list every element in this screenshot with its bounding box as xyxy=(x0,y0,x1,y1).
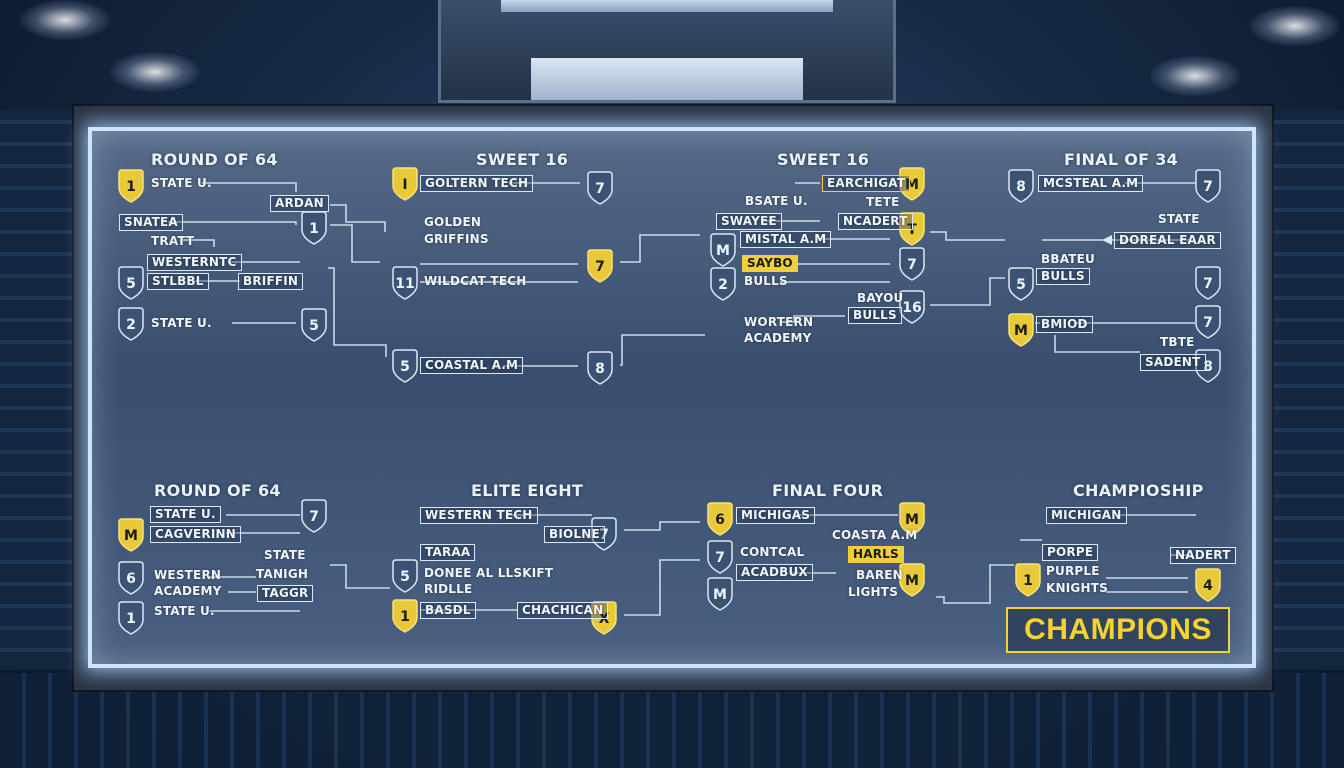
stand-left xyxy=(0,110,80,670)
team-label[interactable]: BAYOU xyxy=(857,291,904,305)
team-label[interactable]: CONTCAL xyxy=(740,545,805,559)
team-label[interactable]: MICHIGAN xyxy=(1046,507,1127,524)
team-label[interactable]: STATE U. xyxy=(151,176,212,190)
scoreboard-screen xyxy=(501,0,833,12)
header-sweet-16-left: SWEET 16 xyxy=(476,150,569,169)
team-label[interactable]: COASTA A.M xyxy=(832,528,918,542)
team-label[interactable]: PURPLE xyxy=(1046,564,1100,578)
team-label[interactable]: MCSTEAL A.M xyxy=(1038,175,1144,192)
team-label[interactable]: KNIGHTS xyxy=(1046,581,1108,595)
scoreboard-screen xyxy=(531,58,803,100)
header-elite-eight: ELITE EIGHT xyxy=(471,481,584,500)
header-final-four: FINAL FOUR xyxy=(772,481,884,500)
team-label[interactable]: BBATEU xyxy=(1041,252,1095,266)
header-round-of-64-top: ROUND OF 64 xyxy=(151,150,278,169)
team-label[interactable]: BMIOD xyxy=(1036,316,1093,333)
team-label[interactable]: NADERT xyxy=(1170,547,1236,564)
arena-light xyxy=(110,52,200,92)
team-label[interactable]: LIGHTS xyxy=(848,585,899,599)
header-sweet-16-right: SWEET 16 xyxy=(777,150,870,169)
stand-right xyxy=(1264,110,1344,670)
team-label[interactable]: MISTAL A.M xyxy=(740,231,832,248)
team-label[interactable]: TRATT xyxy=(151,234,195,248)
team-label[interactable]: WESTERN xyxy=(154,568,222,582)
team-label[interactable]: RIDLLE xyxy=(424,582,473,596)
team-label[interactable]: TBTE xyxy=(1160,335,1195,349)
team-label[interactable]: TANIGH xyxy=(256,567,309,581)
team-label[interactable]: SAYBO xyxy=(742,255,798,272)
team-label[interactable]: ACADEMY xyxy=(154,584,222,598)
arena-light xyxy=(1250,6,1340,46)
team-label[interactable]: WESTERNTC xyxy=(147,254,242,271)
team-label[interactable]: BULLS xyxy=(744,274,788,288)
team-label[interactable]: WILDCAT TECH xyxy=(424,274,527,288)
arena-light xyxy=(20,0,110,40)
team-label[interactable]: TARAA xyxy=(420,544,476,561)
team-label[interactable]: BULLS xyxy=(848,307,902,324)
team-label[interactable]: WESTERN TECH xyxy=(420,507,538,524)
team-label[interactable]: MICHIGAS xyxy=(736,507,816,524)
team-label[interactable]: STLBBL xyxy=(147,273,209,290)
arena-scoreboard xyxy=(438,0,896,103)
team-label[interactable]: BSATE U. xyxy=(745,194,808,208)
team-label[interactable]: GOLTERN TECH xyxy=(420,175,534,192)
arena-light xyxy=(1150,56,1240,96)
team-label[interactable]: STATE U. xyxy=(154,604,215,618)
team-label[interactable]: COASTAL A.M xyxy=(420,357,524,374)
team-label[interactable]: TETE xyxy=(866,195,900,209)
header-final-of-34: FINAL OF 34 xyxy=(1064,150,1179,169)
team-label[interactable]: SNATEA xyxy=(119,214,183,231)
team-label[interactable]: DONEE AL LLSKIFT xyxy=(424,566,554,580)
team-label[interactable]: NCADERT xyxy=(838,213,913,230)
team-label[interactable]: CAGVERINN xyxy=(150,526,242,543)
team-label[interactable]: STATE xyxy=(264,548,306,562)
team-label[interactable]: BIOLNE xyxy=(544,526,605,543)
team-label[interactable]: PORPE xyxy=(1042,544,1099,561)
team-label[interactable]: STATE xyxy=(1158,212,1200,226)
team-label[interactable]: BRIFFIN xyxy=(238,273,304,290)
header-round-of-64-bottom: ROUND OF 64 xyxy=(154,481,281,500)
team-label[interactable]: BASDL xyxy=(420,602,476,619)
team-label[interactable]: BULLS xyxy=(1036,268,1090,285)
team-label[interactable]: SWAYEE xyxy=(716,213,782,230)
team-label[interactable]: SADENT xyxy=(1140,354,1206,371)
team-label[interactable]: GOLDEN xyxy=(424,215,482,229)
team-label[interactable]: DOREAL EAAR xyxy=(1114,232,1221,249)
team-label[interactable]: CHACHICAN xyxy=(517,602,609,619)
team-label[interactable]: BAREN xyxy=(856,568,903,582)
team-label[interactable]: WORTERN xyxy=(744,315,814,329)
header-championship: CHAMPIOSHIP xyxy=(1073,481,1204,500)
team-label[interactable]: STATE U. xyxy=(151,316,212,330)
champions-banner: CHAMPIONS xyxy=(1006,607,1230,653)
team-label[interactable]: STATE U. xyxy=(150,506,221,523)
team-label[interactable]: ACADEMY xyxy=(744,331,812,345)
team-label[interactable]: TAGGR xyxy=(257,585,314,602)
team-label[interactable]: HARLS xyxy=(848,546,904,563)
team-label[interactable]: EARCHIGAT xyxy=(822,175,911,192)
team-label[interactable]: ARDAN xyxy=(270,195,329,212)
team-label[interactable]: ACADBUX xyxy=(736,564,813,581)
team-label[interactable]: GRIFFINS xyxy=(424,232,489,246)
